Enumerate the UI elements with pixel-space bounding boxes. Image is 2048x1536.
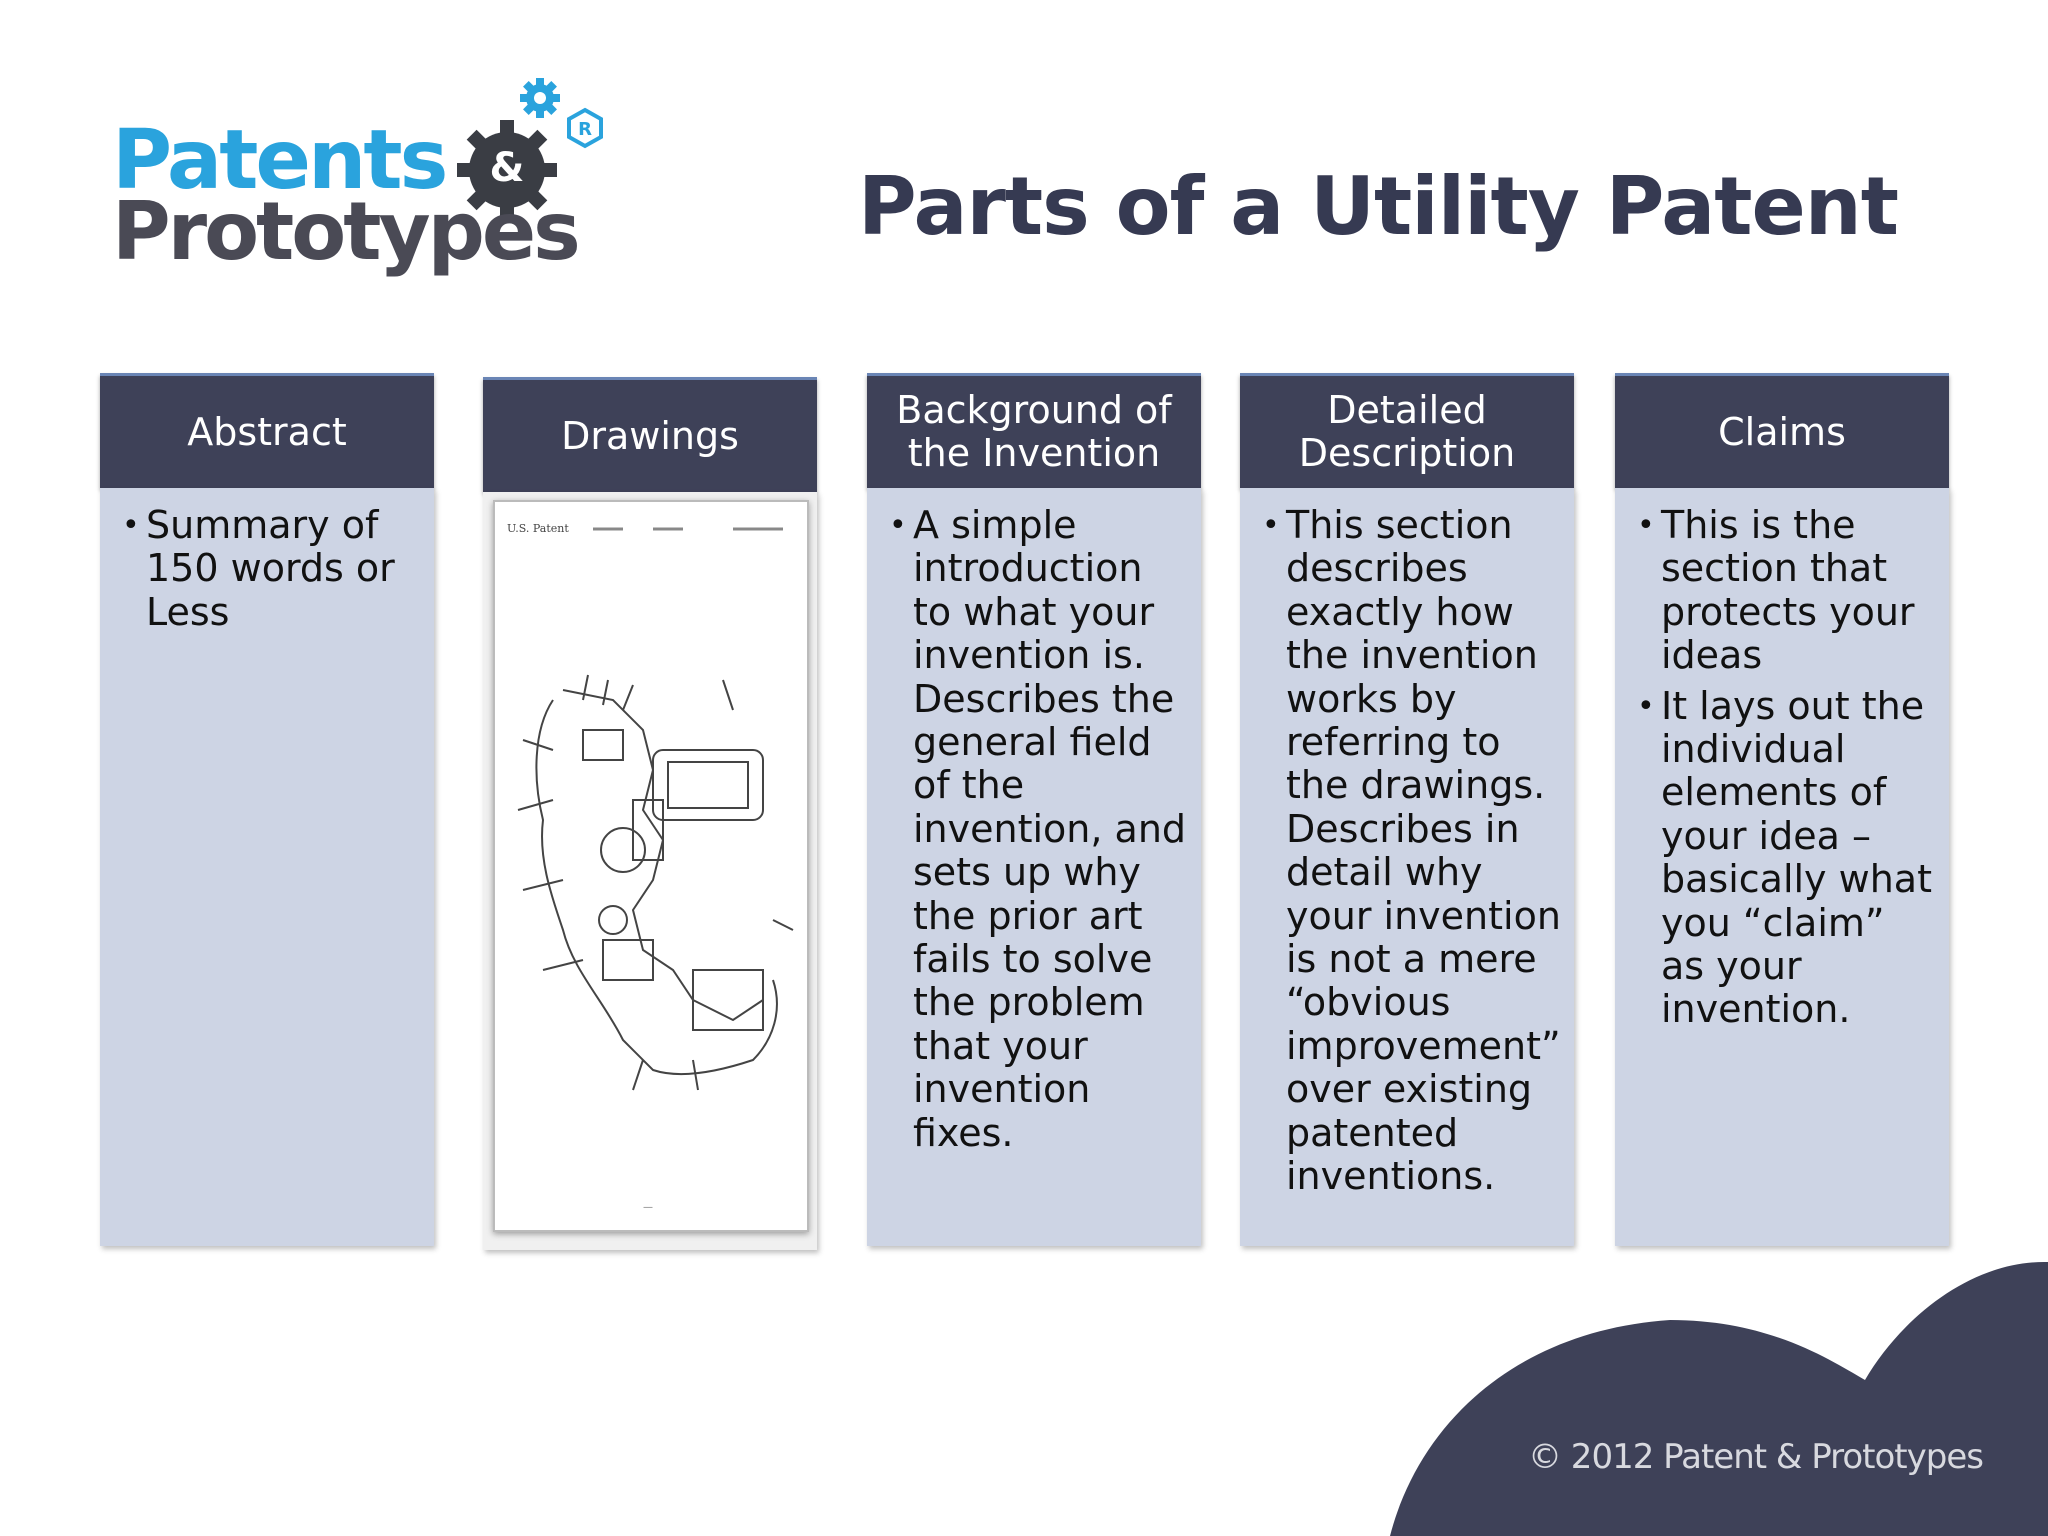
footer-decoration: [1390, 1250, 2048, 1536]
column-detailed-description: Detailed Description This section descri…: [1240, 373, 1574, 1246]
patent-drawing-image: U.S. Patent —: [493, 500, 809, 1232]
column-claims: Claims This is the section that protects…: [1615, 373, 1949, 1246]
column-drawings: Drawings U.S. Patent: [483, 377, 817, 1250]
svg-text:—: —: [643, 1202, 653, 1213]
logo: R Patents & Prototypes: [110, 70, 610, 300]
column-header: Background of the Invention: [867, 373, 1201, 488]
column-body: Summary of 150 words or Less: [100, 488, 434, 1246]
column-background: Background of the Invention A simple int…: [867, 373, 1201, 1246]
column-header: Detailed Description: [1240, 373, 1574, 488]
column-body: This is the section that protects your i…: [1615, 488, 1949, 1246]
patent-drawing-icon: U.S. Patent —: [493, 500, 809, 1232]
bullet-item: This is the section that protects your i…: [1637, 504, 1939, 678]
column-body: A simple introduction to what your inven…: [867, 488, 1201, 1246]
page-title: Parts of a Utility Patent: [858, 160, 1898, 253]
logo-ampersand: &: [477, 148, 537, 188]
logo-text-prototypes: Prototypes: [112, 192, 578, 272]
column-body: U.S. Patent —: [483, 492, 817, 1250]
bullet-item: It lays out the individual elements of y…: [1637, 685, 1939, 1032]
column-abstract: Abstract Summary of 150 words or Less: [100, 373, 434, 1246]
registered-mark: R: [578, 119, 592, 140]
bullet-item: This section describes exactly how the i…: [1262, 504, 1564, 1199]
column-header: Abstract: [100, 373, 434, 488]
copyright-footer: © 2012 Patent & Prototypes: [1528, 1437, 1983, 1477]
sheet-header: U.S. Patent: [507, 522, 569, 535]
column-header: Claims: [1615, 373, 1949, 488]
column-body: This section describes exactly how the i…: [1240, 488, 1574, 1246]
bullet-item: Summary of 150 words or Less: [122, 504, 424, 634]
column-header: Drawings: [483, 377, 817, 492]
bullet-item: A simple introduction to what your inven…: [889, 504, 1191, 1155]
